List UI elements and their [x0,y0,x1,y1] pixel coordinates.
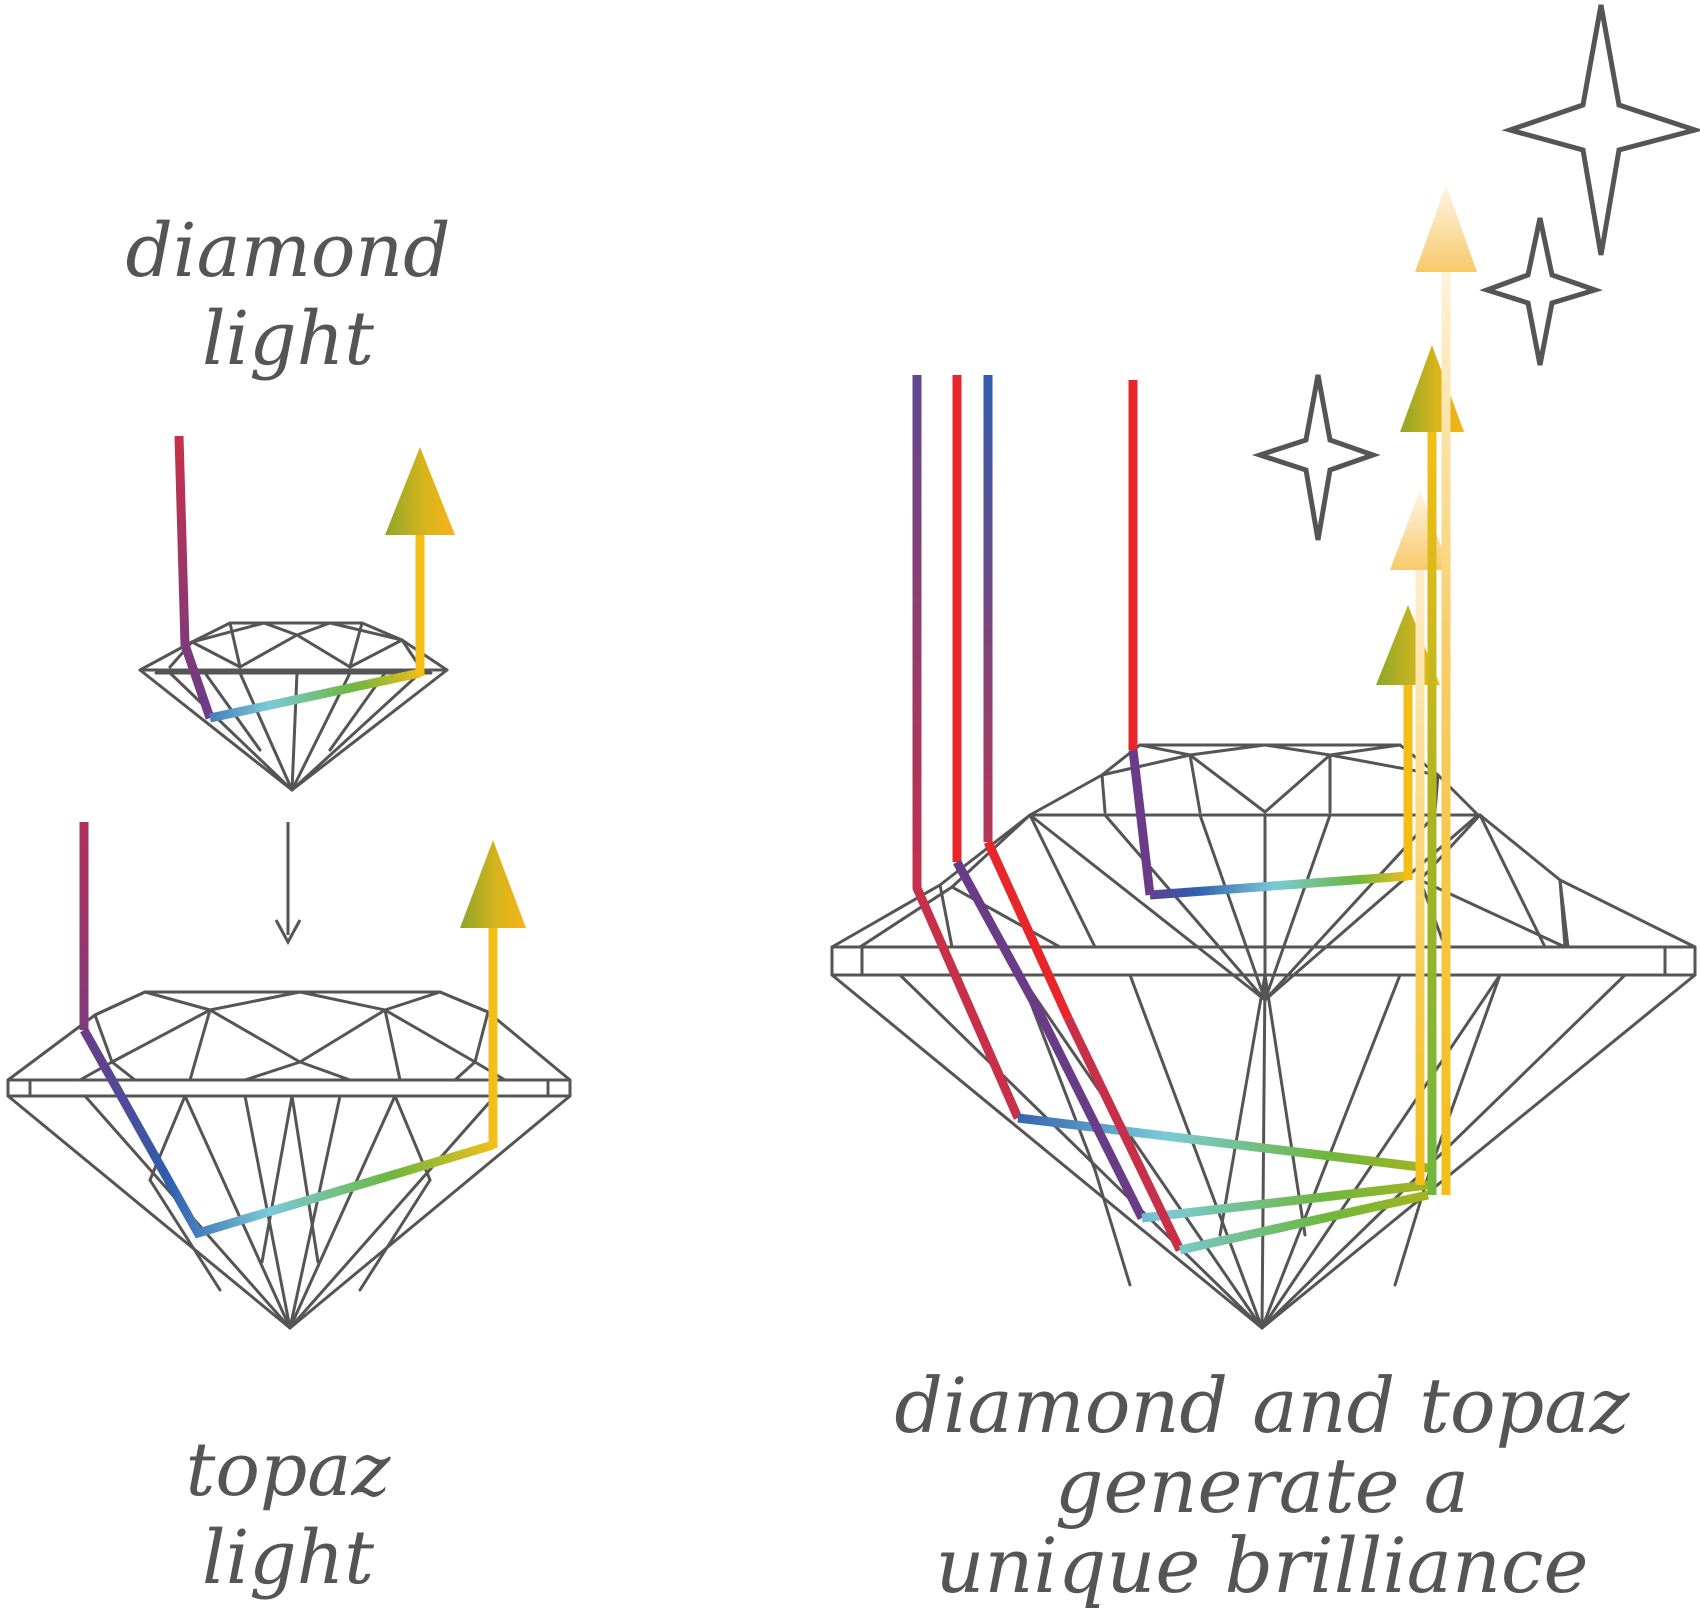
small-diamond-light-ray [174,435,455,723]
svg-text:unique brilliance: unique brilliance [936,1521,1589,1610]
combined-arrowhead-3-icon [1400,345,1464,432]
svg-text:topaz: topaz [186,1427,392,1513]
sparkle-stars [1251,4,1700,541]
caption-topaz-light: topaz light [186,1427,392,1601]
topaz-arrowhead-icon [460,840,526,928]
svg-text:light: light [202,296,374,382]
svg-text:diamond and topaz: diamond and topaz [894,1361,1630,1450]
down-arrow-icon [274,822,302,946]
topaz-gem-icon [6,990,572,1330]
sparkle-star-medium-icon [1479,217,1604,366]
combined-diamond-gem-icon [1028,743,1480,1002]
sparkle-star-large-icon [1501,4,1700,256]
combined-arrowhead-2-icon [1390,490,1450,570]
caption-diamond-light-line-1: diamond [126,208,451,294]
combined-arrowhead-4-icon [1415,185,1477,272]
caption-diamond-light: diamond light [126,208,451,382]
svg-text:light: light [202,1515,374,1601]
sparkle-star-small-icon [1251,374,1381,541]
caption-combined-brilliance: diamond and topaz generate a unique bril… [894,1361,1630,1610]
combined-light-rays [912,185,1477,1255]
topaz-light-ray [79,822,526,1239]
svg-text:diamond: diamond [126,208,451,294]
caption-topaz-light-line-2: light [202,1515,374,1601]
svg-text:generate a: generate a [1055,1441,1469,1530]
small-diamond-arrowhead-icon [385,447,455,535]
caption-combined-line-3: unique brilliance [936,1521,1589,1610]
caption-combined-line-2: generate a [1055,1441,1469,1530]
caption-combined-line-1: diamond and topaz [894,1361,1630,1450]
caption-diamond-light-line-2: light [202,296,374,382]
caption-topaz-light-line-1: topaz [186,1427,392,1513]
